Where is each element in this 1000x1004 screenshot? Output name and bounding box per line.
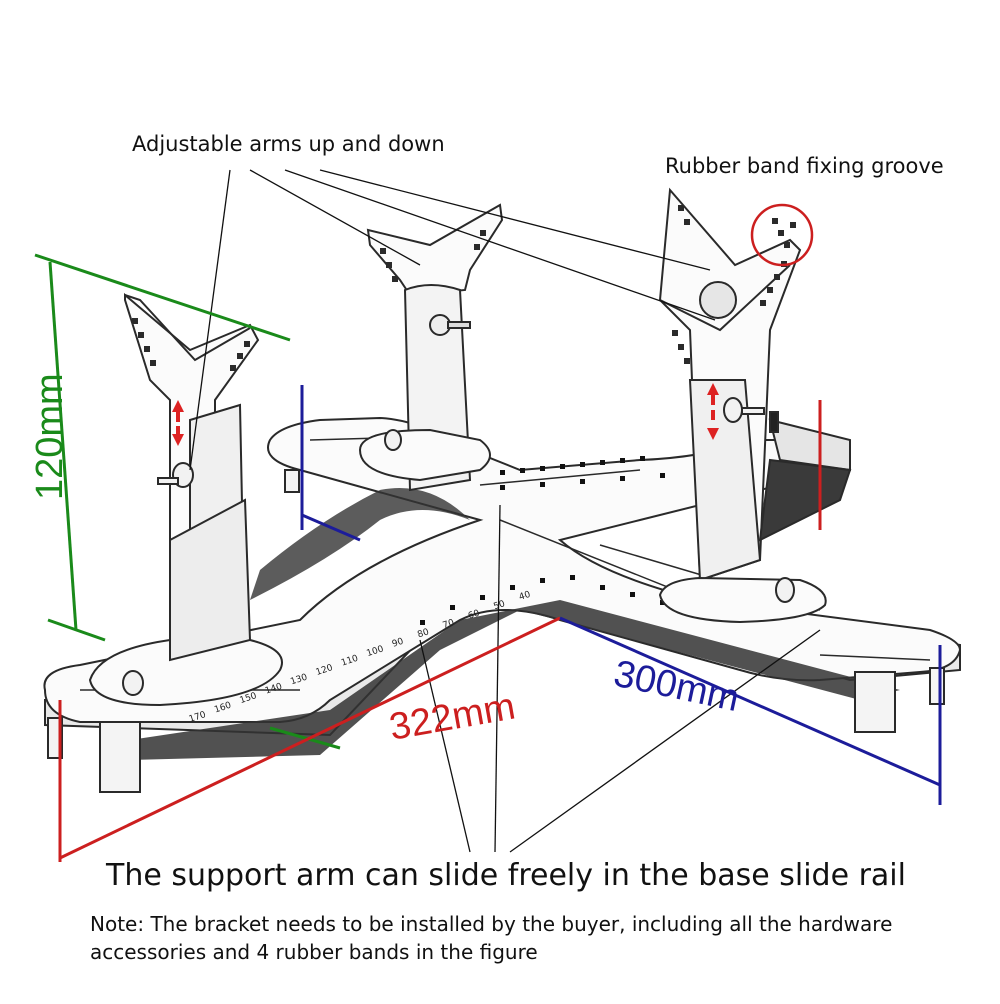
slide-rail-caption: The support arm can slide freely in the … (106, 858, 906, 893)
right-arm-knob (723, 397, 795, 603)
left-arm-teeth (132, 318, 250, 371)
scale-tick-label: 50 (492, 599, 506, 612)
scale-tick-label: 80 (416, 627, 430, 640)
right-arm-arrows (707, 383, 719, 440)
right-support-arm (658, 187, 827, 624)
arm-shadow (250, 488, 470, 600)
center-arm-knob (384, 429, 402, 451)
center-arm-teeth (380, 230, 486, 282)
scale-tick-label: 60 (467, 609, 481, 622)
note-line-2: accessories and 4 rubber bands in the fi… (90, 940, 538, 964)
groove-teeth (772, 218, 796, 248)
scale-tick-label: 40 (518, 590, 532, 603)
width-dimension (300, 385, 942, 805)
left-support-arm (88, 292, 283, 707)
height-dimension-label: 120mm (29, 373, 71, 500)
rubber-band-groove-label: Rubber band fixing groove (665, 154, 944, 178)
adjustable-arms-label: Adjustable arms up and down (132, 132, 445, 156)
length-dimension-label: 322mm (386, 685, 518, 748)
height-dimension (34, 253, 341, 750)
callout-lines (189, 169, 821, 853)
length-dimension (58, 400, 822, 862)
left-arm-knob (122, 462, 194, 696)
base-feet (47, 469, 945, 793)
rear-block (758, 411, 852, 542)
scale-tick-label: 70 (442, 618, 456, 631)
note-line-1: Note: The bracket needs to be installed … (90, 912, 893, 936)
groove-highlight-circle (750, 203, 814, 267)
center-support-arm (358, 203, 504, 492)
scale-tick-label: 90 (391, 637, 405, 650)
base-shadow (130, 600, 900, 760)
left-arm-arrows (172, 400, 184, 446)
